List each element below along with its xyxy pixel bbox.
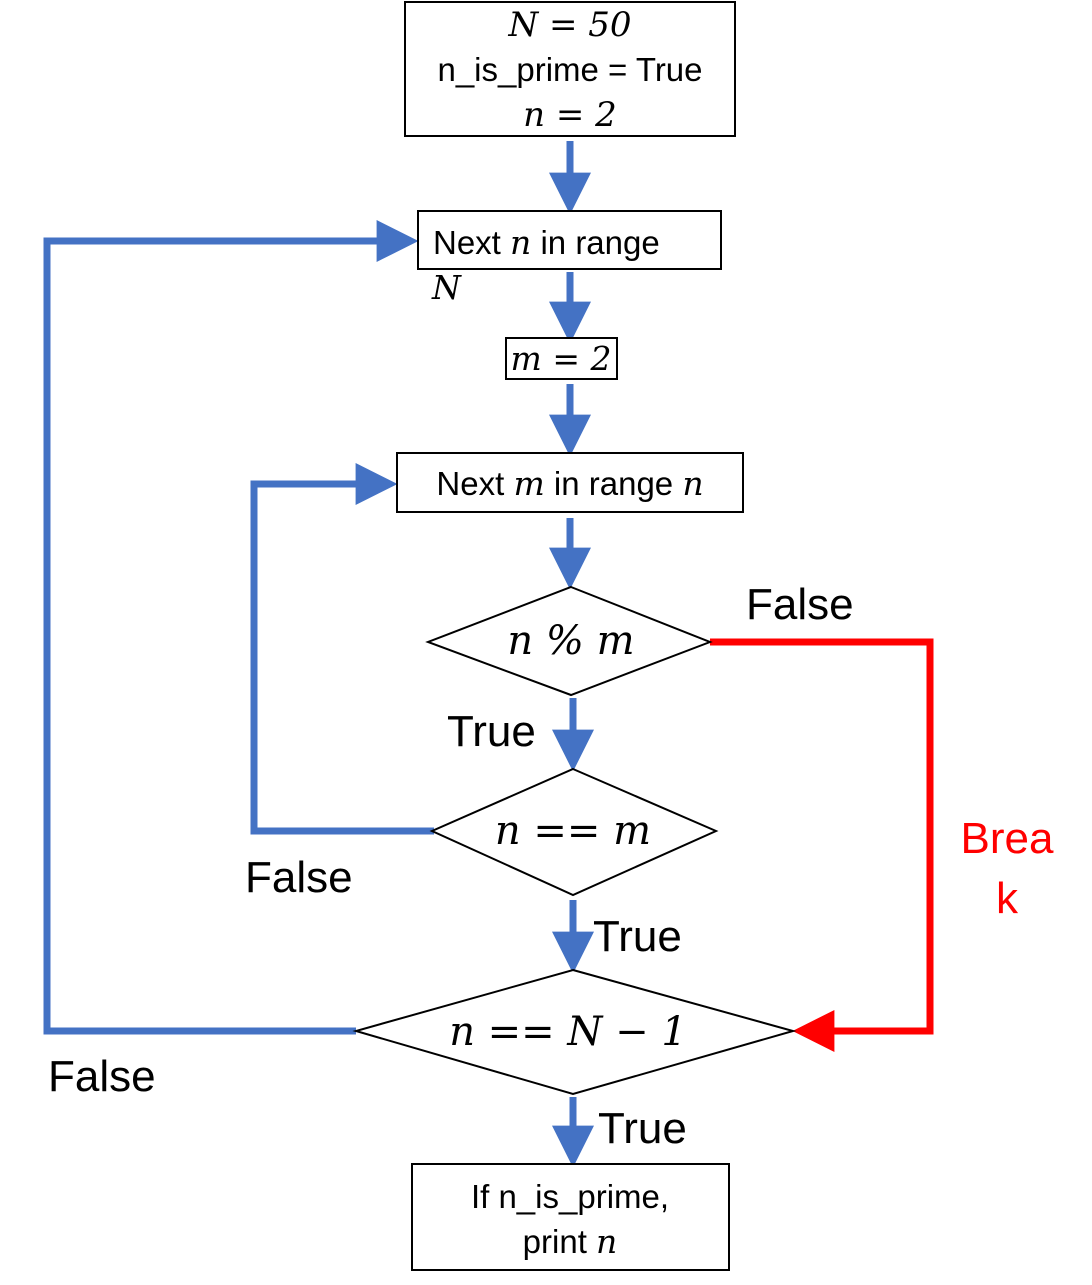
last-false-label: False	[48, 1052, 156, 1101]
next-n-box: Next n in range N	[417, 210, 722, 307]
next-m-label: Next m in range n	[436, 464, 703, 503]
print-box: If n_is_prime, print n	[411, 1163, 730, 1271]
print-line1: If n_is_prime,	[471, 1178, 669, 1215]
loop-eq-m-false-to-next-m	[250, 463, 434, 835]
eq-m-false-label: False	[245, 853, 353, 902]
next-n-overflow-var: N	[431, 268, 462, 307]
break-label-line2: k	[996, 874, 1019, 923]
decision-eq-m-label: n == m	[495, 808, 651, 854]
m-init-label: m = 2	[511, 339, 612, 378]
last-true-label: True	[598, 1104, 687, 1153]
break-label-line1: Brea	[961, 814, 1054, 863]
break-mod-false-to-last	[710, 638, 934, 1052]
init-box: N = 50 n_is_prime = True n = 2	[404, 1, 736, 137]
eq-m-true-label: True	[593, 912, 682, 961]
decision-last: n == N − 1	[352, 968, 797, 1096]
next-m-box: Next m in range n	[396, 452, 744, 513]
mod-false-label: False	[746, 580, 854, 629]
init-line-is-prime: n_is_prime = True	[437, 51, 702, 88]
print-line2: print n	[523, 1222, 618, 1261]
mod-true-label: True	[447, 707, 536, 756]
m-init-box: m = 2	[505, 337, 618, 380]
init-line-n-total: N = 50	[507, 5, 631, 45]
decision-mod-label: n % m	[507, 618, 634, 664]
loop-last-false-to-next-n	[43, 220, 419, 1035]
decision-last-label: n == N − 1	[449, 1009, 687, 1055]
init-line-n-start: n = 2	[523, 95, 617, 135]
decision-mod: n % m	[425, 585, 713, 697]
decision-eq-m: n == m	[429, 767, 719, 897]
next-n-label: Next n in range	[433, 223, 660, 262]
